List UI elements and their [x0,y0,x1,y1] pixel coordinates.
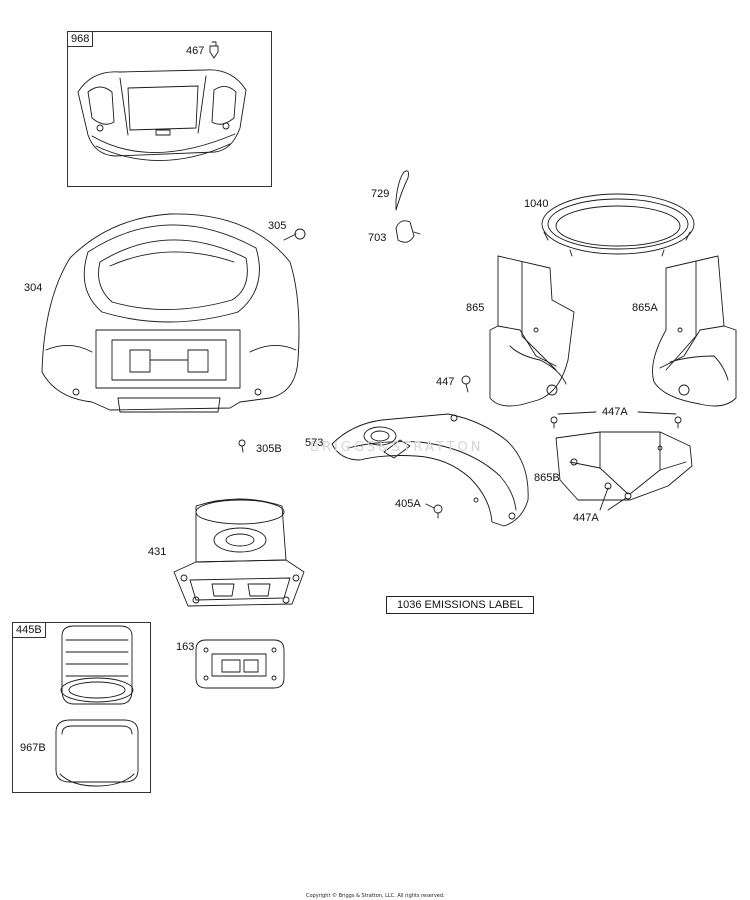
inset-tag-968: 968 [68,32,94,47]
baffle-865a-drawing [652,255,737,407]
filter-445b-drawing [60,625,134,705]
cover-968-drawing [77,69,247,161]
fastener-467-drawing [209,41,219,59]
screws-447a-top-drawing [550,411,682,429]
label-865a: 865A [632,302,658,314]
label-447: 447 [436,376,455,388]
screw-305b-drawing [238,439,246,453]
label-467: 467 [186,45,205,57]
inset-tag-445b: 445B [13,623,46,638]
label-729: 729 [371,188,390,200]
inset-box-968 [67,31,272,187]
air-guide-573-drawing [331,413,529,527]
screws-447a-bottom-drawing [599,482,632,511]
blower-housing-304-drawing [41,213,300,413]
label-431: 431 [148,546,167,558]
label-405a: 405A [395,498,421,510]
label-967b: 967B [20,742,46,754]
emissions-label-box: 1036 EMISSIONS LABEL [386,596,534,614]
ring-1040-drawing [541,193,695,257]
label-573: 573 [305,437,324,449]
label-447a-bottom: 447A [573,512,599,524]
label-1040: 1040 [524,198,549,210]
precleaner-967b-drawing [55,719,139,787]
label-447a-top: 447A [602,406,628,418]
label-163: 163 [176,641,195,653]
label-305: 305 [268,220,287,232]
copyright-notice: Copyright © Briggs & Stratton, LLC. All … [306,893,445,899]
brand-watermark: BRIGGS&STRATTON [310,440,484,455]
baffle-865b-drawing [555,431,693,501]
label-305b: 305B [256,443,282,455]
label-703: 703 [368,232,387,244]
screw-405a-drawing [425,503,443,519]
gasket-163-drawing [195,639,285,689]
label-304: 304 [24,282,43,294]
screw-447-drawing [461,375,471,393]
baffle-865-drawing [489,255,575,407]
label-865b: 865B [534,472,560,484]
clamp-703-drawing [395,220,421,243]
base-431-drawing [173,498,305,607]
clip-729-drawing [395,170,409,211]
screw-305-drawing [283,228,306,241]
label-865: 865 [466,302,485,314]
inset-box-445b [12,622,151,793]
